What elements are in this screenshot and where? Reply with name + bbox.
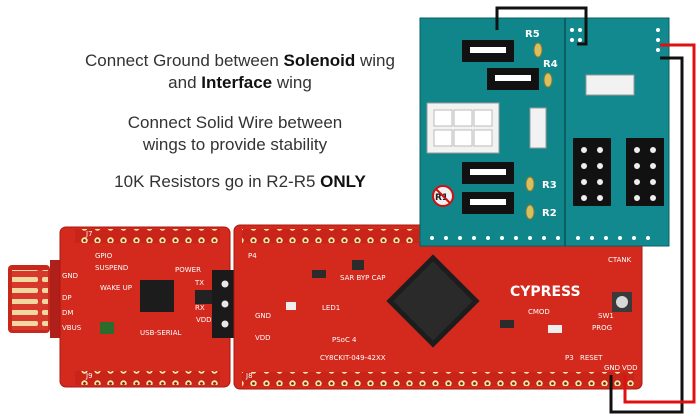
label-usb-serial: USB-SERIAL (140, 329, 181, 337)
label-r5: R5 (525, 29, 540, 40)
power-wire (623, 43, 696, 404)
label-gnd-bottom: GND (604, 364, 620, 372)
label-j7: J7 (85, 230, 93, 238)
label-tx: TX (194, 279, 204, 287)
label-vbus: VBUS (62, 324, 82, 332)
ground-wire-solenoid (495, 6, 588, 46)
usb-serial-board: GPIO SUSPEND WAKE UP POWER TX RX GND DP … (8, 226, 231, 388)
resistor-r5 (533, 42, 543, 58)
board-model: CY8CKIT-049-42XX (320, 354, 386, 362)
label-led1: LED1 (322, 304, 340, 312)
label-cmod: CMOD (528, 308, 550, 316)
dip-header-right (626, 138, 664, 206)
text-solenoid: Solenoid (283, 51, 356, 70)
psoc-main-board: CYPRESS CY8CKIT-049-42XX PSoC 4 SAR BYP … (233, 224, 643, 390)
label-r3: R3 (542, 180, 557, 191)
solenoid-wing: R5 R4 R3 R2 R1 (419, 17, 670, 247)
chip-label: PSoC 4 (332, 336, 357, 344)
text-pre: and (168, 73, 202, 92)
label-vdd: VDD (196, 316, 212, 324)
text-pre: Connect Ground between (85, 51, 284, 70)
label-p4: P4 (248, 252, 257, 260)
instruction-ground: Connect Ground between Solenoid wing and… (70, 50, 410, 94)
instruction-resistors: 10K Resistors go in R2-R5 ONLY (80, 171, 400, 193)
label-dp: DP (62, 294, 72, 302)
label-reset: RESET (580, 354, 603, 362)
resistor-r3 (525, 176, 535, 192)
wing-edge-pins (430, 28, 660, 240)
text-only: ONLY (320, 172, 366, 191)
label-vdd-bottom: VDD (622, 364, 638, 372)
text-pre: 10K Resistors go in R2-R5 (114, 172, 321, 191)
text-post: wing (355, 51, 395, 70)
resistor-r2 (525, 204, 535, 220)
dip-header-left (573, 138, 611, 206)
ground-wire-board (609, 56, 684, 414)
no-r1-icon: R1 (432, 185, 454, 207)
wires (495, 6, 696, 414)
label-j9: J9 (85, 372, 93, 380)
label-j8: J8 (245, 372, 253, 380)
brand-logo: CYPRESS (510, 284, 581, 300)
text-post: wing (272, 73, 312, 92)
label-p3: P3 (565, 354, 574, 362)
instruction-line-4: wings to provide stability (142, 135, 328, 154)
label-r4: R4 (543, 59, 558, 70)
interface-wing (564, 17, 670, 247)
instruction-solid-wire: Connect Solid Wire between wings to prov… (85, 112, 385, 156)
label-dm: DM (62, 309, 73, 317)
label-r2: R2 (542, 208, 557, 219)
label-gpio: GPIO (95, 252, 113, 260)
label-sw1: SW1 (598, 312, 614, 320)
usb-serial-chip (140, 280, 174, 312)
interface-connector (585, 74, 635, 96)
text-interface: Interface (201, 73, 273, 92)
label-prog: PROG (592, 324, 612, 332)
label-suspend: SUSPEND (95, 264, 128, 272)
label-r1: R1 (435, 193, 448, 203)
label-vdd-main: VDD (255, 334, 271, 342)
instruction-line-3: Connect Solid Wire between (127, 113, 343, 132)
label-wakeup: WAKE UP (100, 284, 132, 292)
instruction-line-1: Connect Ground between Solenoid wing (70, 50, 410, 72)
label-ctank: CTANK (608, 256, 632, 264)
resistor-r4 (543, 72, 553, 88)
label-power: POWER (175, 266, 201, 274)
label-gnd-main: GND (255, 312, 271, 320)
label-gnd: GND (62, 272, 78, 280)
instruction-line-2: and Interface wing (70, 72, 410, 94)
label-rx: RX (195, 304, 205, 312)
label-sar-bypcap: SAR BYP CAP (340, 274, 386, 282)
